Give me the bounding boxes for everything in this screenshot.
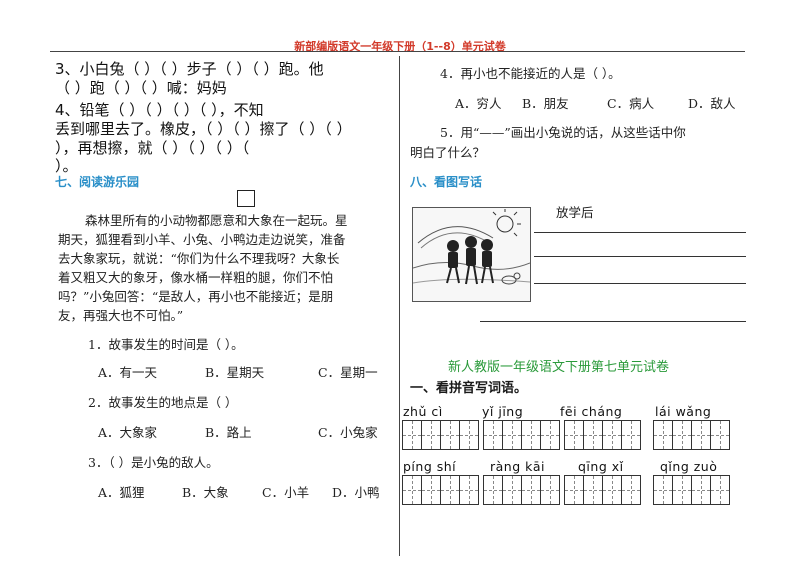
question-2: 2．故事发生的地点是（ ） (88, 395, 238, 410)
passage-line-2: 期天，狐狸看到小羊、小兔、小鸭边走边说笑，准备 (58, 232, 346, 247)
q4-option-b[interactable]: B．朋友 (522, 96, 569, 111)
pinyin-yi-jing: yǐ jīng (482, 404, 524, 419)
q1-option-b[interactable]: B．星期天 (205, 365, 265, 380)
q3-fill-line-1: 3、小白兔（ ）（ ）步子（ ）（ ）跑。他 (55, 60, 324, 78)
unit7-title: 新人教版一年级语文下册第七单元试卷 (448, 360, 670, 375)
section1-title: 一、看拼音写词语。 (410, 381, 528, 396)
char-grid-4[interactable] (653, 420, 730, 450)
q3-option-c[interactable]: C．小羊 (262, 485, 310, 500)
passage-line-1: 森林里所有的小动物都愿意和大象在一起玩。星 (85, 213, 348, 228)
q4-fill-line-2: 丢到哪里去了。橡皮，（ ）（ ）擦了（ ）（ ） (55, 120, 352, 138)
q3-option-b[interactable]: B．大象 (182, 485, 229, 500)
passage-line-5: 吗？”小兔回答：“是敌人，再小也不能接近；是朋 (58, 289, 334, 304)
q4-option-c[interactable]: C．病人 (607, 96, 655, 111)
q2-option-c[interactable]: C．小兔家 (318, 425, 378, 440)
question-1: 1．故事发生的时间是（ ）。 (88, 337, 244, 352)
writing-line-3[interactable] (534, 283, 746, 284)
q4-fill-line-1: 4、铅笔（ ）（ ）（ ）（ ），不知 (55, 101, 264, 119)
writing-line-2[interactable] (534, 256, 746, 257)
pinyin-qing-zuo: qǐng zuò (660, 459, 718, 474)
char-grid-3[interactable] (564, 420, 641, 450)
q3-option-d[interactable]: D．小鸭 (332, 485, 380, 500)
question-5-line-1: 5．用“——”画出小兔说的话，从这些话中你 (440, 125, 686, 140)
q4-option-a[interactable]: A．穷人 (455, 96, 502, 111)
q2-option-a[interactable]: A．大象家 (98, 425, 158, 440)
section8-title: 八、看图写话 (410, 175, 483, 189)
q3-fill-line-2: （ ）跑（ ）（ ）喊：妈妈 (55, 79, 227, 97)
question-5-line-2: 明白了什么？ (410, 145, 486, 160)
question-3: 3．（ ）是小兔的敌人。 (88, 455, 219, 470)
section7-title: 七、阅读游乐园 (55, 175, 140, 189)
pinyin-lai-wang: lái wǎng (655, 404, 712, 419)
char-grid-2[interactable] (483, 420, 560, 450)
char-grid-6[interactable] (483, 475, 560, 505)
char-grid-7[interactable] (564, 475, 641, 505)
q4-fill-line-3: ），再想擦，就（ ）（ ）（ ）（ (55, 139, 250, 157)
q1-option-c[interactable]: C．星期一 (318, 365, 378, 380)
char-grid-8[interactable] (653, 475, 730, 505)
passage-line-6: 友，再强大也不可怕。” (58, 308, 184, 323)
pinyin-ping-shi: píng shí (403, 459, 457, 474)
q1-option-a[interactable]: A．有一天 (98, 365, 158, 380)
pinyin-zhu-ci: zhǔ cì (403, 404, 443, 419)
char-grid-5[interactable] (402, 475, 479, 505)
page-header-title: 新部编版语文一年级下册（1--8）单元试卷 (294, 40, 506, 53)
char-grid-1[interactable] (402, 420, 479, 450)
pinyin-rang-kai: ràng kāi (490, 459, 546, 474)
header-divider (50, 51, 745, 52)
q3-option-a[interactable]: A．狐狸 (98, 485, 145, 500)
q2-option-b[interactable]: B．路上 (205, 425, 252, 440)
writing-line-4[interactable] (480, 321, 746, 322)
q4-option-d[interactable]: D．敌人 (688, 96, 736, 111)
picture-caption: 放学后 (556, 205, 594, 220)
pinyin-fei-chang: fēi cháng (560, 404, 623, 419)
writing-line-1[interactable] (534, 232, 746, 233)
picture-kids-after-school (412, 207, 531, 302)
passage-line-4: 着又粗又大的象牙，像水桶一样粗的腿，你们不怕 (58, 270, 334, 285)
illustration (412, 208, 531, 301)
q4-fill-line-4: ）。 (55, 157, 78, 175)
column-divider (399, 56, 400, 556)
question-4: 4．再小也不能接近的人是（ ）。 (440, 66, 621, 81)
pinyin-qing-xi: qīng xǐ (578, 459, 624, 474)
passage-line-3: 去大象家玩，就说：“你们为什么不理我呀？大象长 (58, 251, 340, 266)
answer-box[interactable] (237, 190, 255, 207)
